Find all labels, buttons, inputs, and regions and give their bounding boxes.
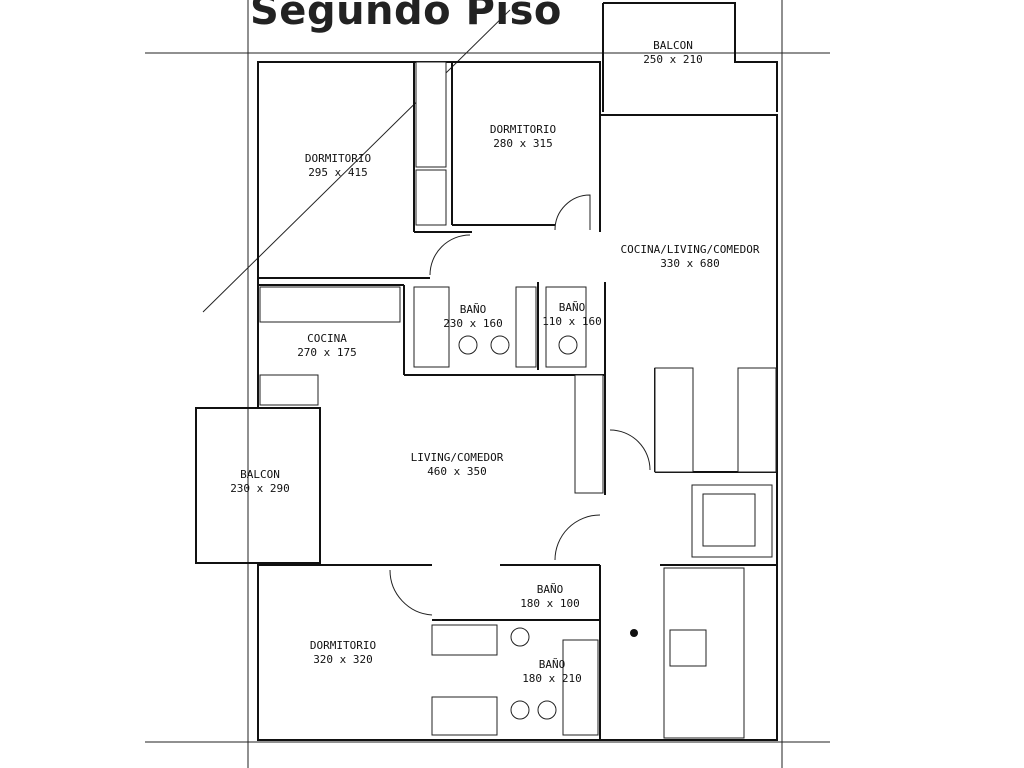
room-name: DORMITORIO <box>490 123 556 136</box>
room-size: 460 x 350 <box>427 465 487 478</box>
room-size: 320 x 320 <box>313 653 373 666</box>
outer-walls <box>195 2 778 741</box>
room-size: 180 x 100 <box>520 597 580 610</box>
room-name: COCINA/LIVING/COMEDOR <box>620 243 759 256</box>
room-name: BAÑO <box>559 301 586 314</box>
fixtures <box>259 61 777 739</box>
room-size: 330 x 680 <box>660 257 720 270</box>
room-size: 295 x 415 <box>308 166 368 179</box>
room-size: 180 x 210 <box>522 672 582 685</box>
axis-lines <box>145 0 830 768</box>
room-name: LIVING/COMEDOR <box>411 451 504 464</box>
room-name: BAÑO <box>537 583 564 596</box>
room-size: 270 x 175 <box>297 346 357 359</box>
room-size: 230 x 160 <box>443 317 503 330</box>
page-title: Segundo Piso <box>250 0 562 34</box>
room-name: DORMITORIO <box>310 639 376 652</box>
room-size: 110 x 160 <box>542 315 602 328</box>
room-name: COCINA <box>307 332 347 345</box>
room-name: BALCON <box>240 468 280 481</box>
room-size: 250 x 210 <box>643 53 703 66</box>
room-labels: BALCON 250 x 210 DORMITORIO 280 x 315 DO… <box>230 39 760 685</box>
room-name: BALCON <box>653 39 693 52</box>
room-name: BAÑO <box>460 303 487 316</box>
room-size: 230 x 290 <box>230 482 290 495</box>
room-name: BAÑO <box>539 658 566 671</box>
room-name: DORMITORIO <box>305 152 371 165</box>
room-size: 280 x 315 <box>493 137 553 150</box>
